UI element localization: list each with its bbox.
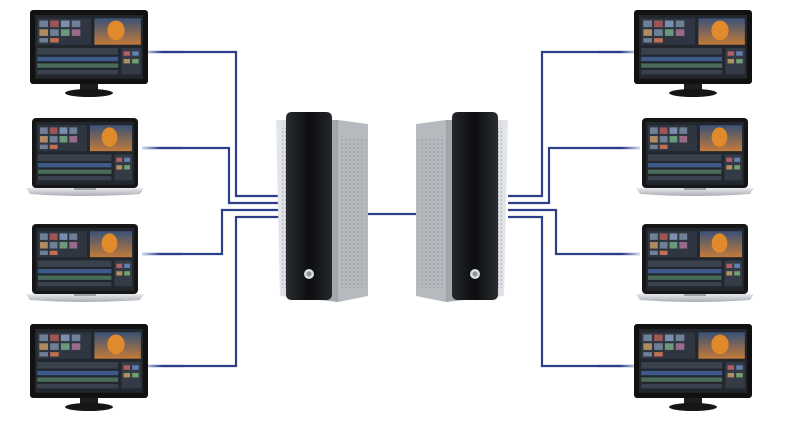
laptop-icon xyxy=(636,118,754,196)
tower-server-icon xyxy=(276,112,368,302)
laptop-icon xyxy=(26,224,144,302)
laptop-icon xyxy=(636,224,754,302)
cable-fade-ws-l3 xyxy=(142,252,182,256)
desktop-monitor-icon xyxy=(634,10,752,97)
cable-ws-l1-to-server-left xyxy=(144,50,280,198)
cable-fade-ws-r3 xyxy=(600,252,640,256)
desktop-monitor-icon xyxy=(30,324,148,411)
cable-ws-r4-to-server-right xyxy=(508,215,638,368)
cable-fade-ws-r2 xyxy=(600,146,640,150)
laptop-icon xyxy=(26,118,144,196)
cable-fade-ws-l2 xyxy=(142,146,182,150)
cable-layer xyxy=(142,50,640,368)
desktop-monitor-icon xyxy=(634,324,752,411)
desktop-monitor-icon xyxy=(30,10,148,97)
cable-fade-ws-l1 xyxy=(144,50,184,54)
cable-fade-ws-r4 xyxy=(598,364,638,368)
tower-server-icon xyxy=(416,112,508,302)
cable-ws-l4-to-server-left xyxy=(144,215,280,368)
cable-fade-ws-l4 xyxy=(144,364,184,368)
cable-ws-r3-to-server-right xyxy=(508,208,640,256)
cable-ws-r2-to-server-right xyxy=(508,146,640,205)
cable-ws-r1-to-server-right xyxy=(508,50,638,198)
node-layer xyxy=(26,10,754,411)
cable-fade-ws-r1 xyxy=(598,50,638,54)
cable-ws-l2-to-server-left xyxy=(142,146,280,205)
